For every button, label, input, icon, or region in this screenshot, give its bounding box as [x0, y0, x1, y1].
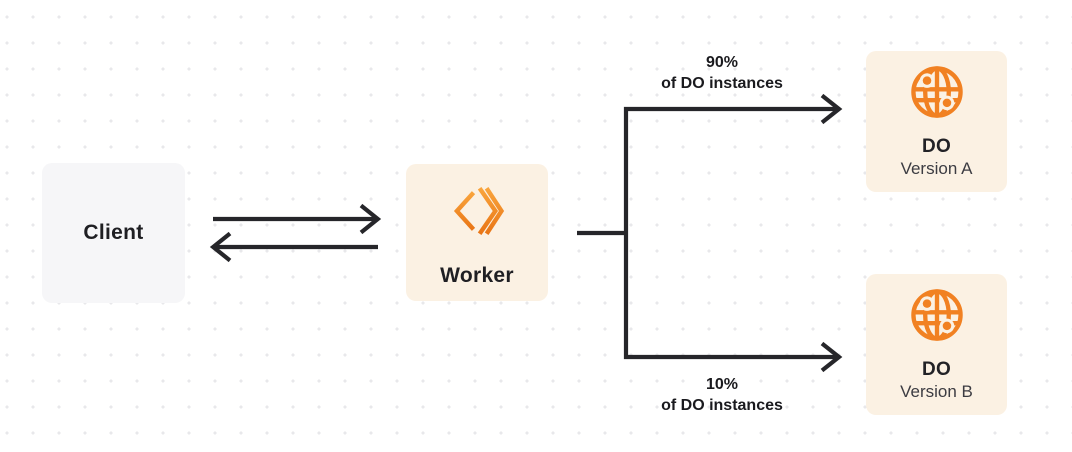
workers-logo-icon [449, 183, 505, 239]
route-top-percent: 90% [705, 54, 739, 71]
route-label-top: 90% of DO instances [622, 52, 822, 94]
route-bottom-percent: 10% [705, 376, 739, 393]
durable-object-globe-icon [908, 286, 966, 344]
do-version-a-node: DO Version A [866, 51, 1007, 192]
branch-trunk [623, 106, 836, 360]
do-b-title: DO [921, 359, 952, 380]
client-label: Client [83, 221, 144, 244]
do-a-subtitle: Version A [900, 159, 973, 178]
route-top-caption: of DO instances [661, 75, 783, 92]
durable-object-globe-icon [908, 63, 966, 121]
worker-node: Worker [406, 164, 548, 301]
arrowhead-right-icon [359, 203, 382, 235]
do-a-title: DO [921, 136, 952, 157]
route-label-bottom: 10% of DO instances [622, 374, 822, 416]
worker-label: Worker [440, 264, 514, 287]
arrowhead-top-branch-icon [820, 93, 843, 125]
client-node: Client [42, 163, 185, 303]
route-bottom-caption: of DO instances [661, 397, 783, 414]
do-b-subtitle: Version B [900, 382, 973, 401]
do-version-b-node: DO Version B [866, 274, 1007, 415]
arrowhead-bottom-branch-icon [820, 341, 843, 373]
arrowhead-left-icon [209, 231, 232, 263]
